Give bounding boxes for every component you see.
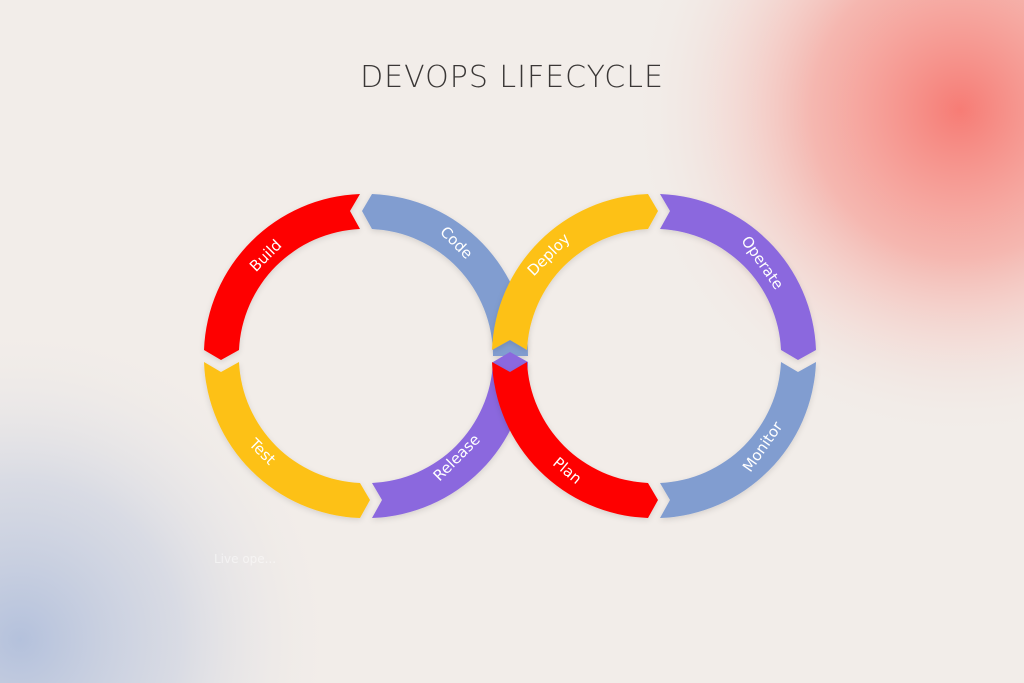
segment-code — [362, 194, 529, 356]
page-title: DEVOPS LIFECYCLE — [360, 60, 664, 95]
segment-plan — [492, 362, 658, 518]
segment-deploy — [492, 194, 658, 350]
segment-test — [204, 362, 370, 518]
watermark-text: Live ope... — [214, 552, 277, 566]
segment-build — [204, 194, 360, 360]
segment-monitor — [660, 362, 816, 518]
segment-release — [372, 352, 528, 518]
segment-operate — [660, 194, 816, 360]
